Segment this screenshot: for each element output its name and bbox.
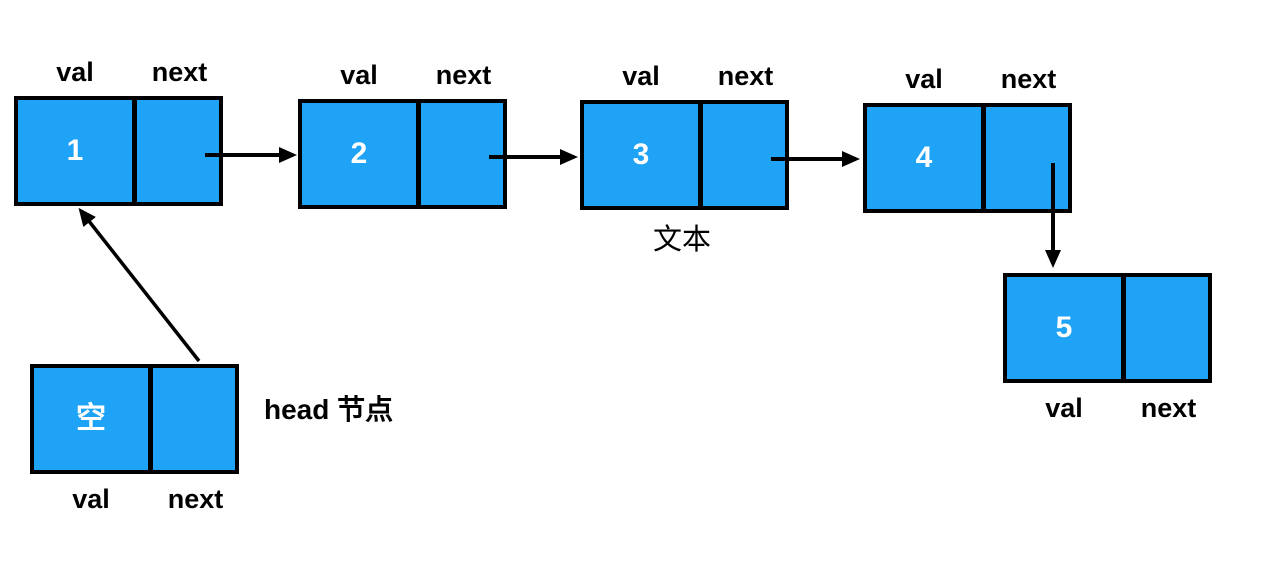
node-5-value: 5 xyxy=(1055,311,1073,344)
node-1-val-cell: 1 xyxy=(14,96,136,206)
node-4-next-cell xyxy=(982,103,1072,213)
val-label: val xyxy=(72,484,110,514)
node-1-value: 1 xyxy=(66,134,84,167)
node-3-value: 3 xyxy=(632,138,650,171)
node-2-field-labels: val next xyxy=(298,62,507,89)
val-label: val xyxy=(56,57,94,87)
val-label: val xyxy=(905,64,943,94)
node-4-val-cell: 4 xyxy=(863,103,985,213)
node-2-next-cell xyxy=(417,99,507,209)
node-3-caption: 文本 xyxy=(652,224,711,256)
head-node-val-cell: 空 xyxy=(30,364,152,474)
val-label: val xyxy=(340,60,378,90)
next-label: next xyxy=(1140,393,1197,423)
node-1: val next 1 xyxy=(14,59,223,206)
node-1-field-labels: val next xyxy=(14,59,223,86)
next-label: next xyxy=(435,60,492,90)
next-label: next xyxy=(717,61,774,91)
node-5-val-cell: 5 xyxy=(1003,273,1125,383)
node-2-value: 2 xyxy=(350,137,368,170)
node-5: 5 val next xyxy=(1003,273,1212,422)
node-2-val-cell: 2 xyxy=(298,99,420,209)
head-node-next-cell xyxy=(149,364,239,474)
node-5-field-labels: val next xyxy=(1003,395,1212,422)
next-label: next xyxy=(151,57,208,87)
val-label: val xyxy=(1045,393,1083,423)
node-4-field-labels: val next xyxy=(863,66,1072,93)
node-3-next-cell xyxy=(699,100,789,210)
node-2: val next 2 xyxy=(298,62,507,209)
node-1-next-cell xyxy=(133,96,223,206)
node-5-next-cell xyxy=(1122,273,1212,383)
node-4-value: 4 xyxy=(915,141,933,174)
head-node: 空 val next head 节点 xyxy=(30,364,393,513)
arrow-head-to-node1 xyxy=(78,207,201,363)
head-node-field-labels: val next xyxy=(30,486,239,513)
val-label: val xyxy=(622,61,660,91)
head-node-caption: head 节点 xyxy=(264,394,394,425)
node-3: val next 3 文本 xyxy=(580,63,789,255)
next-label: next xyxy=(1000,64,1057,94)
head-node-value: 空 xyxy=(76,402,106,435)
node-3-field-labels: val next xyxy=(580,63,789,90)
node-3-val-cell: 3 xyxy=(580,100,702,210)
next-label: next xyxy=(167,484,224,514)
node-4: val next 4 xyxy=(863,66,1072,213)
